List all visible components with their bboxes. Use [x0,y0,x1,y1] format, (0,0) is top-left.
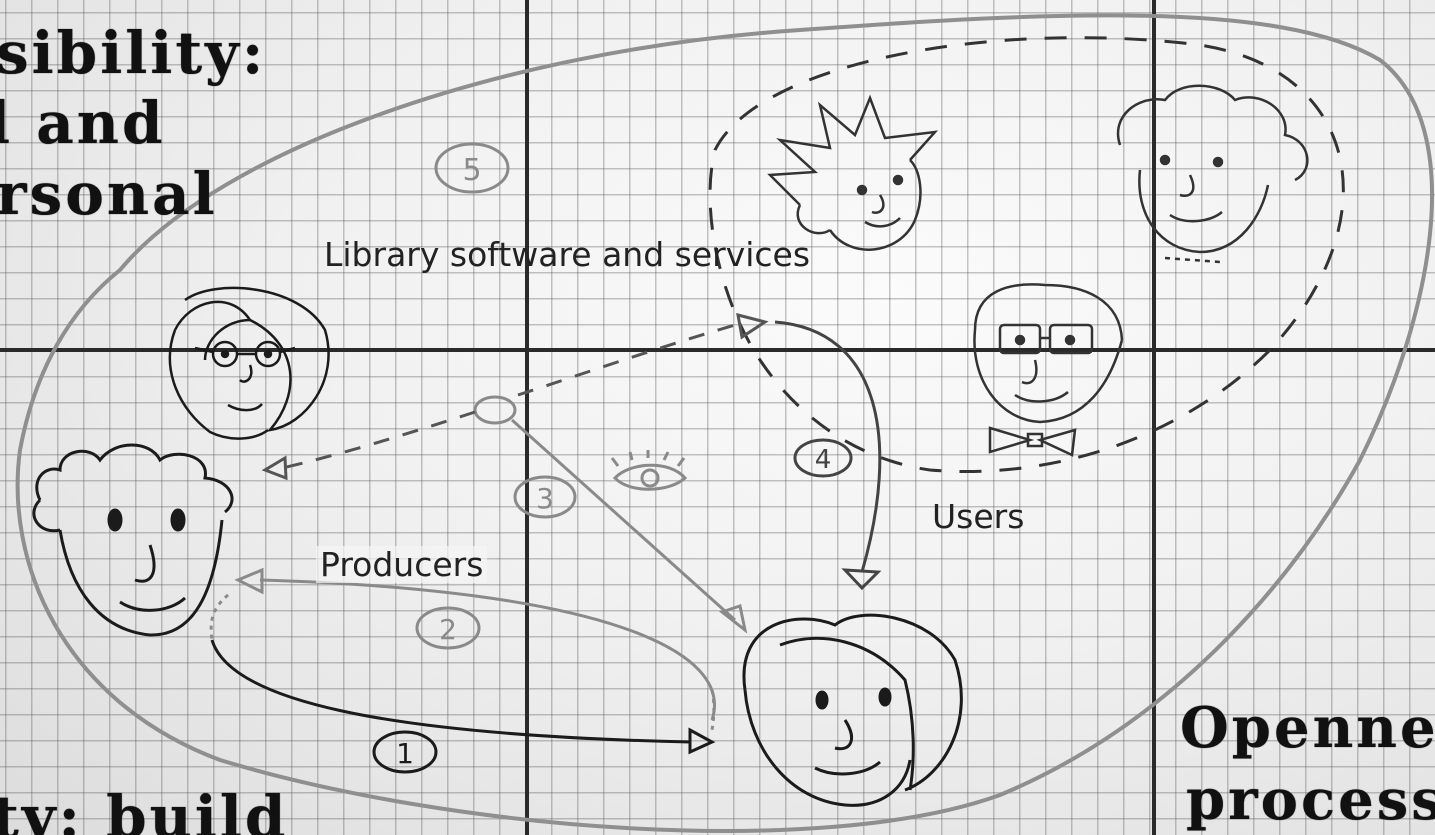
producer-face-curly [32,443,234,637]
dashed-arrow-users-head [736,312,769,340]
library-node [473,395,517,425]
step-badges: 1 2 3 4 5 [372,142,853,774]
heading-bottom-left: ty: build [0,783,289,835]
step-circle-2 [415,606,481,650]
user-face-curly-right [1116,84,1309,264]
step-number-4: 4 [815,445,832,475]
label-users: Users [932,497,1025,536]
step-circle-4 [793,438,853,478]
eye-icon [610,450,688,491]
heading-top-left-line2: l and [0,89,166,157]
users-dashed-loop [708,36,1345,473]
arrow-3 [510,418,737,622]
arrow-2-dotted-tail [209,593,229,641]
label-library-software: Library software and services [324,235,811,274]
user-face-bowtie [973,283,1124,457]
step-number-2: 2 [439,613,457,646]
step-number-3: 3 [536,482,554,515]
horizontal-axis [0,348,1435,352]
step-number-1: 1 [396,737,414,770]
arrow-1 [210,639,691,744]
dashed-arrow-head [261,455,288,481]
arrow-4-head [841,568,882,591]
heading-top-left-line3: rsonal [0,160,218,228]
step-circle-3 [513,475,577,519]
arrow-4 [774,320,882,573]
step-number-5: 5 [462,153,481,188]
vertical-axis-left [525,0,529,835]
arrow-2-dotted-start [710,689,716,731]
vertical-axis-right [1152,0,1156,835]
user-face-spiky [767,94,939,251]
arrow-3-head [718,604,748,634]
heading-bottom-right-line2: process [1186,767,1435,833]
producer-face-glasses [168,286,330,440]
arrow-2 [259,578,716,721]
arrow-2-head [234,567,264,595]
dashed-arrow-to-producers [281,410,476,470]
label-producers: Producers [316,546,488,583]
community-boundary-loop [15,13,1435,833]
heading-bottom-right-line1: Openne [1180,695,1435,761]
heading-top-left-line1: sibility: [0,19,267,87]
arrow-1-head [688,727,716,755]
step-circle-1 [372,730,438,774]
step-circle-5 [434,142,510,194]
dashed-arrow-to-users [517,323,736,397]
central-user-face [742,613,963,807]
